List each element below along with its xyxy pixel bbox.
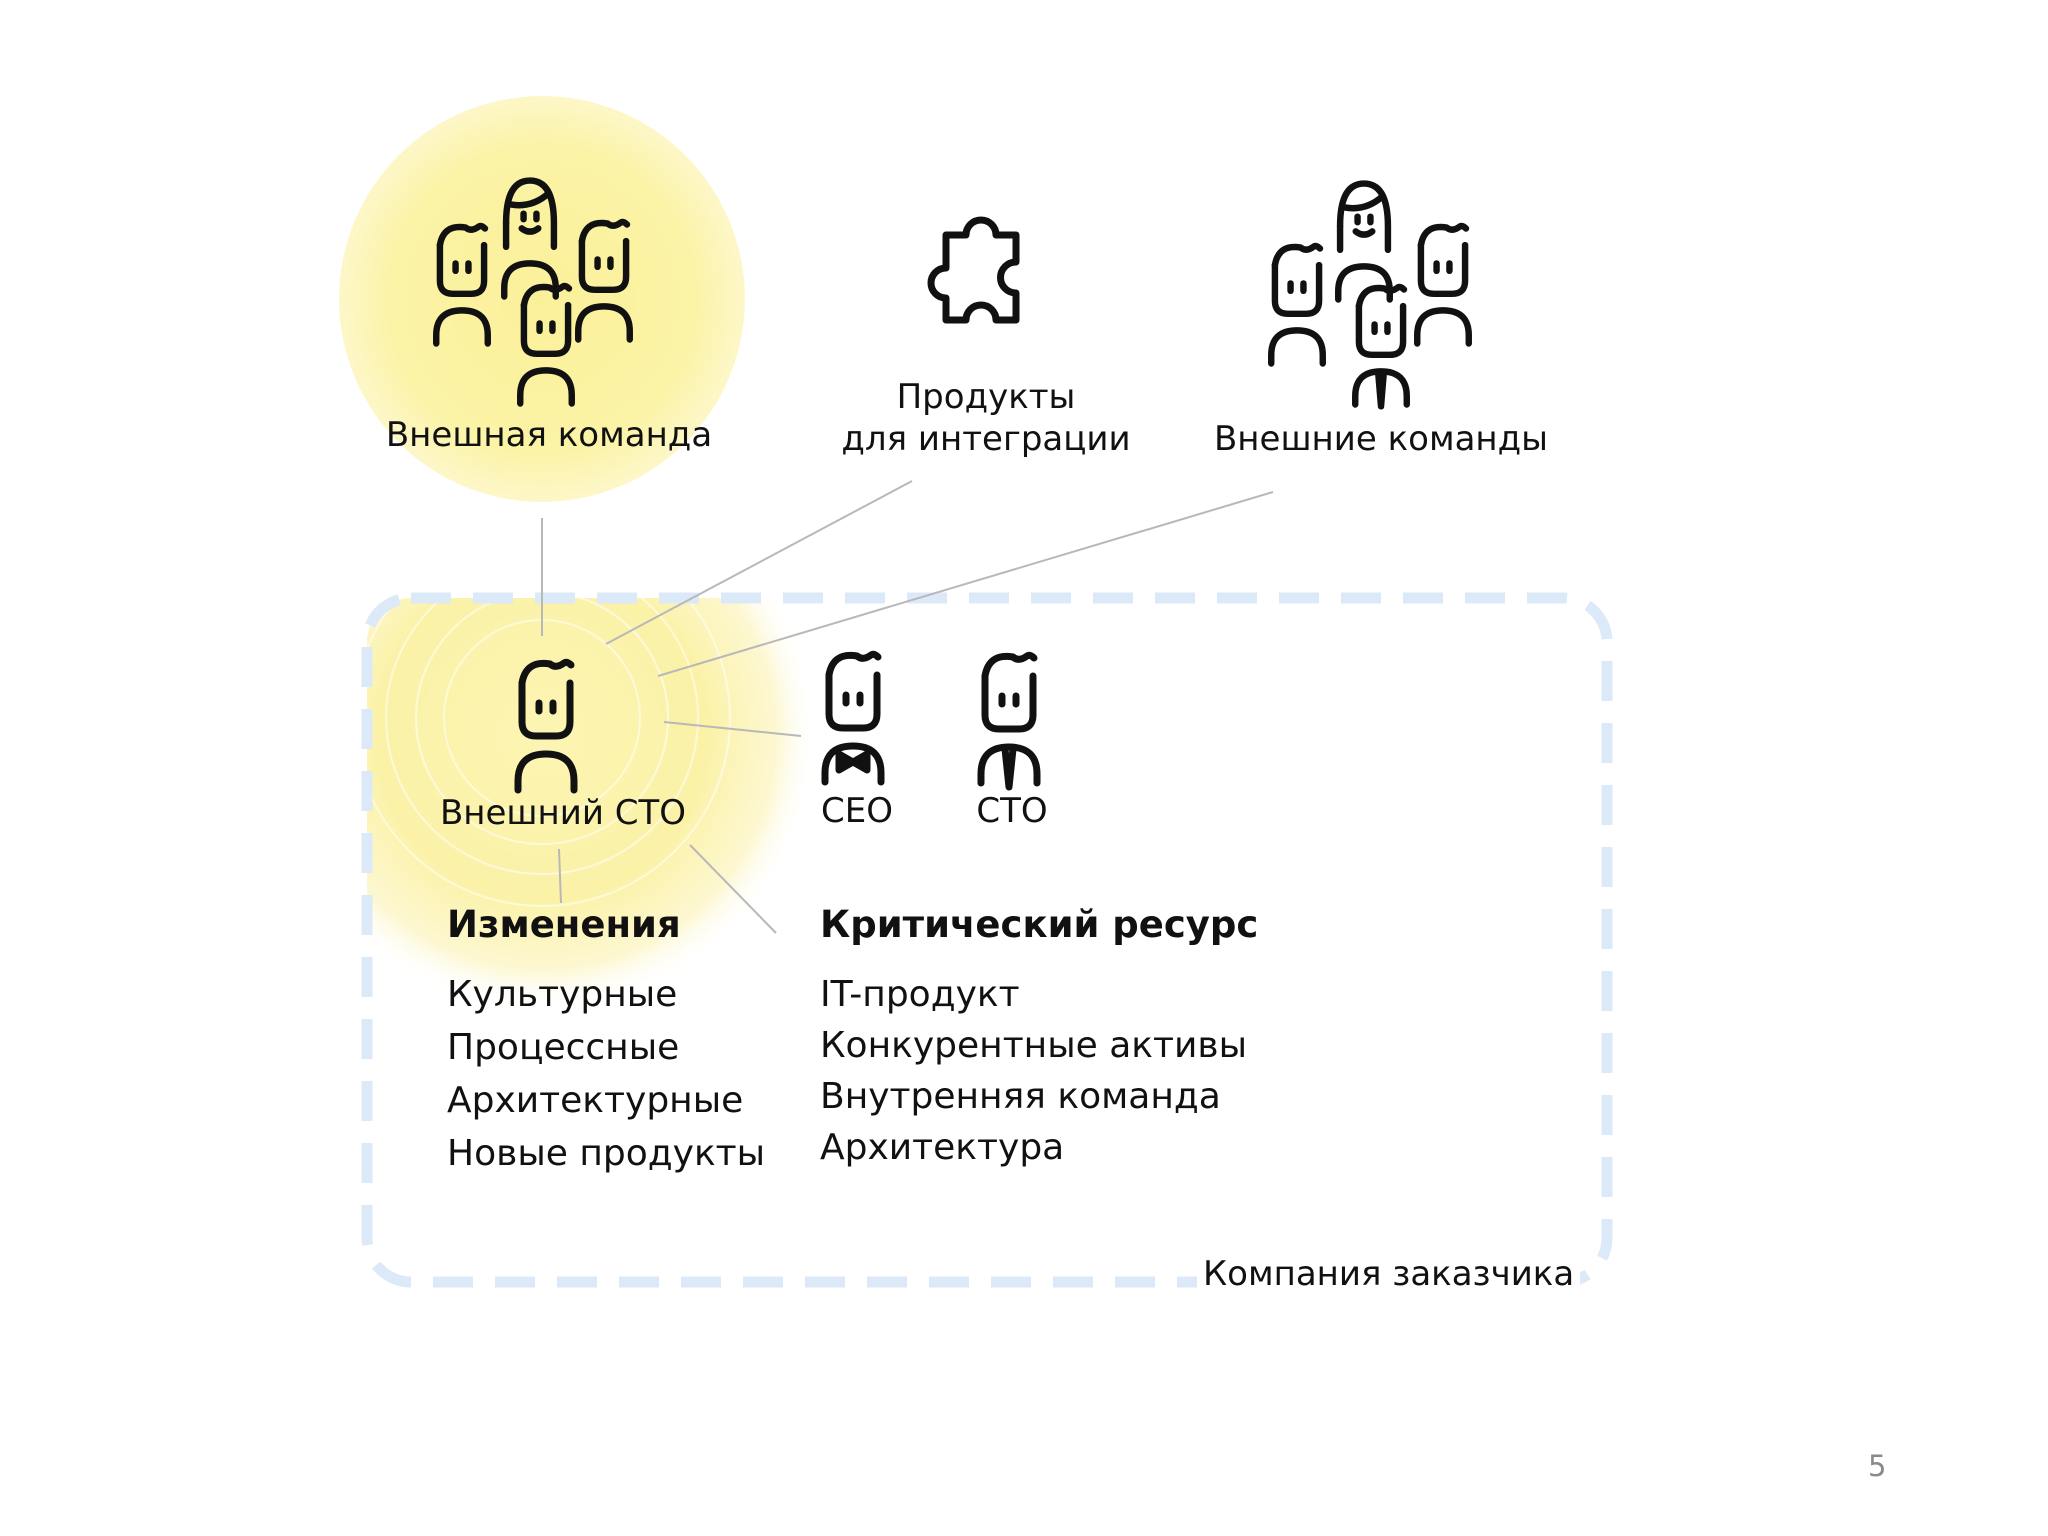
critical-resource-item: Внутренняя команда (820, 1076, 1221, 1117)
company-box (361, 592, 1613, 1288)
node-label-products-line2: для интеграции (841, 419, 1131, 459)
changes-item: Новые продукты (447, 1133, 766, 1174)
critical-resource-item: Архитектура (820, 1127, 1065, 1168)
critical-resource-item: IT-продукт (820, 974, 1020, 1015)
connector-lines (541, 480, 1274, 934)
critical-resource-heading: Критический ресурс (820, 903, 1259, 946)
node-label-products-line1: Продукты (896, 377, 1076, 417)
person-tie-icon (981, 655, 1037, 791)
node-label-external-teams: Внешние команды (1213, 419, 1549, 459)
page-number: 5 (1868, 1449, 1887, 1483)
puzzle-icon (927, 216, 1020, 324)
node-label-ceo: CEO (821, 791, 893, 831)
changes-item: Культурные (447, 974, 678, 1015)
node-label-cto: CTO (976, 791, 1048, 831)
changes-item: Процессные (447, 1027, 680, 1068)
node-label-external-team: Внешная команда (385, 415, 713, 455)
company-box-label: Компания заказчика (1197, 1257, 1581, 1291)
node-label-external-cto: Внешний CTO (439, 793, 687, 833)
critical-resource-item: Конкурентные активы (820, 1025, 1248, 1066)
changes-item: Архитектурные (447, 1080, 744, 1121)
group-icon (1271, 184, 1469, 410)
changes-heading: Изменения (447, 903, 681, 946)
person-bowtie-icon (825, 654, 881, 782)
highlight-circle (339, 96, 745, 502)
